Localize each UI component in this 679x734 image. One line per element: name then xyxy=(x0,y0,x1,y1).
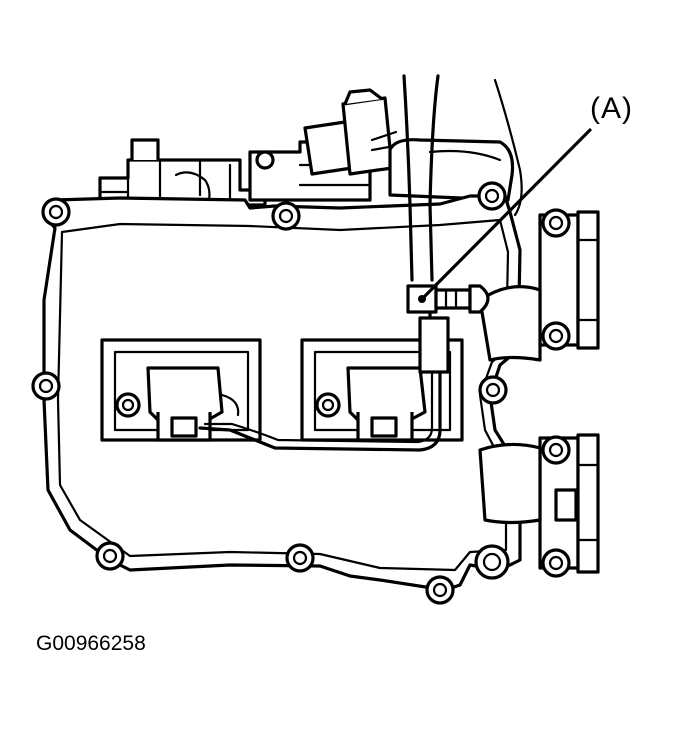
sensor-A xyxy=(406,284,490,374)
cover-bolts xyxy=(31,181,571,605)
coil-recess-left xyxy=(100,338,262,442)
callout-label-a: (A) xyxy=(590,92,633,125)
coil-recess-right xyxy=(300,338,464,442)
top-structures xyxy=(98,78,523,217)
figure-id: G00966258 xyxy=(36,632,146,655)
leader-line xyxy=(420,128,592,301)
side-ports xyxy=(478,210,600,574)
